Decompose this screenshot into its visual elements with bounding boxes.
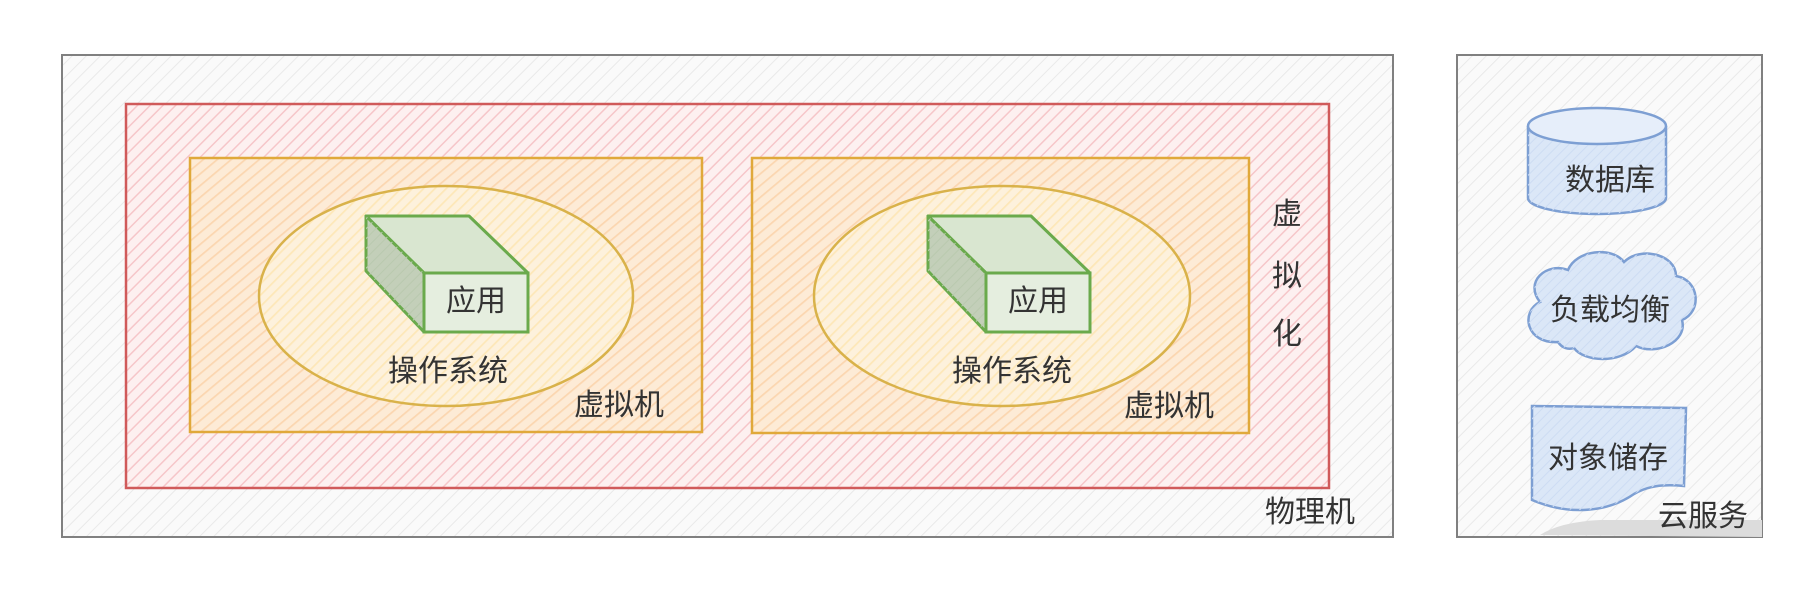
database-label: 数据库	[1565, 163, 1655, 198]
cloud-services-label: 云服务	[1658, 499, 1748, 534]
vm-label-2: 虚拟机	[1124, 389, 1214, 424]
virtualization-label-char-1: 虚	[1272, 197, 1302, 232]
virtualization-label-char-3: 化	[1272, 317, 1302, 352]
object-storage-document-icon	[1530, 404, 1688, 512]
os-label-1: 操作系统	[388, 354, 508, 389]
app-label-2: 应用	[1008, 284, 1068, 319]
virtualization-label-char-2: 拟	[1272, 259, 1302, 294]
virtual-machine-2	[750, 156, 1251, 435]
object-storage-label: 对象储存	[1548, 441, 1668, 476]
load-balancer-cloud-icon	[1527, 250, 1697, 361]
database-icon	[1526, 106, 1668, 216]
app-label-1: 应用	[446, 284, 506, 319]
load-balancer-label: 负载均衡	[1550, 293, 1670, 328]
virtual-machine-1	[188, 156, 704, 434]
vm-label-1: 虚拟机	[574, 388, 664, 423]
application-cube-icon-1	[364, 214, 530, 334]
application-cube-icon-2	[926, 214, 1092, 334]
physical-machine-label: 物理机	[1265, 495, 1355, 530]
os-label-2: 操作系统	[952, 354, 1072, 389]
